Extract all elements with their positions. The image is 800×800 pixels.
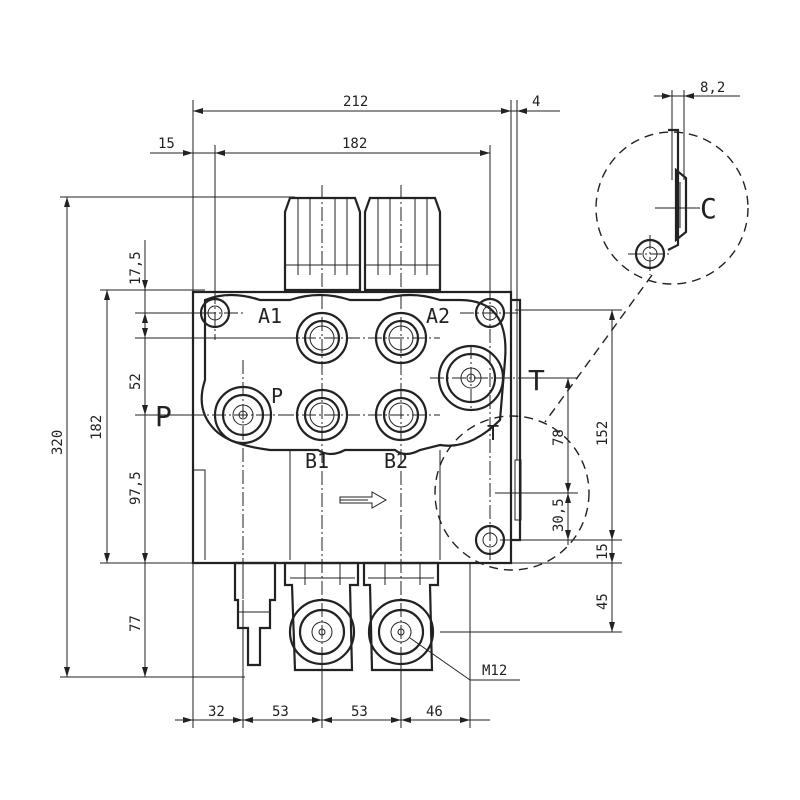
dim-m12: M12 [482, 663, 507, 679]
flow-arrow-icon [339, 491, 388, 509]
dim-15-right: 15 [595, 543, 611, 560]
center-lines [180, 185, 520, 700]
spool-cap-right [363, 196, 442, 292]
side-plate [511, 298, 522, 542]
dim-17-5: 17,5 [128, 251, 144, 285]
spool-cap-left [283, 196, 362, 292]
valve-body [191, 196, 522, 672]
dim-152: 152 [595, 421, 611, 446]
dim-212: 212 [343, 94, 368, 110]
dim-4: 4 [532, 94, 540, 110]
dim-77: 77 [128, 615, 144, 632]
label-t-outer: T [528, 364, 545, 397]
dim-15-top: 15 [158, 136, 175, 152]
relief-valve [233, 561, 277, 667]
dim-45: 45 [595, 593, 611, 610]
label-a1: A1 [258, 304, 282, 328]
dim-46: 46 [426, 704, 443, 720]
dimension-lines [60, 90, 740, 728]
dim-52: 52 [128, 373, 144, 390]
label-p-outer: P [155, 400, 172, 433]
label-b1: B1 [305, 449, 329, 473]
dim-30-5: 30,5 [551, 498, 567, 532]
dim-53-b: 53 [351, 704, 368, 720]
dimension-texts: 212 4 182 15 8,2 320 182 17,5 52 97,5 77… [50, 80, 725, 720]
dim-8-2: 8,2 [700, 80, 725, 96]
detail-c [434, 128, 749, 571]
label-p-inner: P [271, 384, 283, 408]
dim-320: 320 [50, 430, 66, 455]
dim-182-left: 182 [89, 415, 105, 440]
dim-182-top: 182 [342, 136, 367, 152]
port-labels: A1 A2 B1 B2 P P T T C [155, 192, 717, 473]
label-t-inner: T [487, 421, 499, 445]
dim-32: 32 [208, 704, 225, 720]
label-b2: B2 [384, 449, 408, 473]
dim-78: 78 [551, 429, 567, 446]
label-a2: A2 [426, 304, 450, 328]
label-detail-c: C [700, 192, 717, 225]
dim-53-a: 53 [272, 704, 289, 720]
dim-97-5: 97,5 [128, 471, 144, 505]
